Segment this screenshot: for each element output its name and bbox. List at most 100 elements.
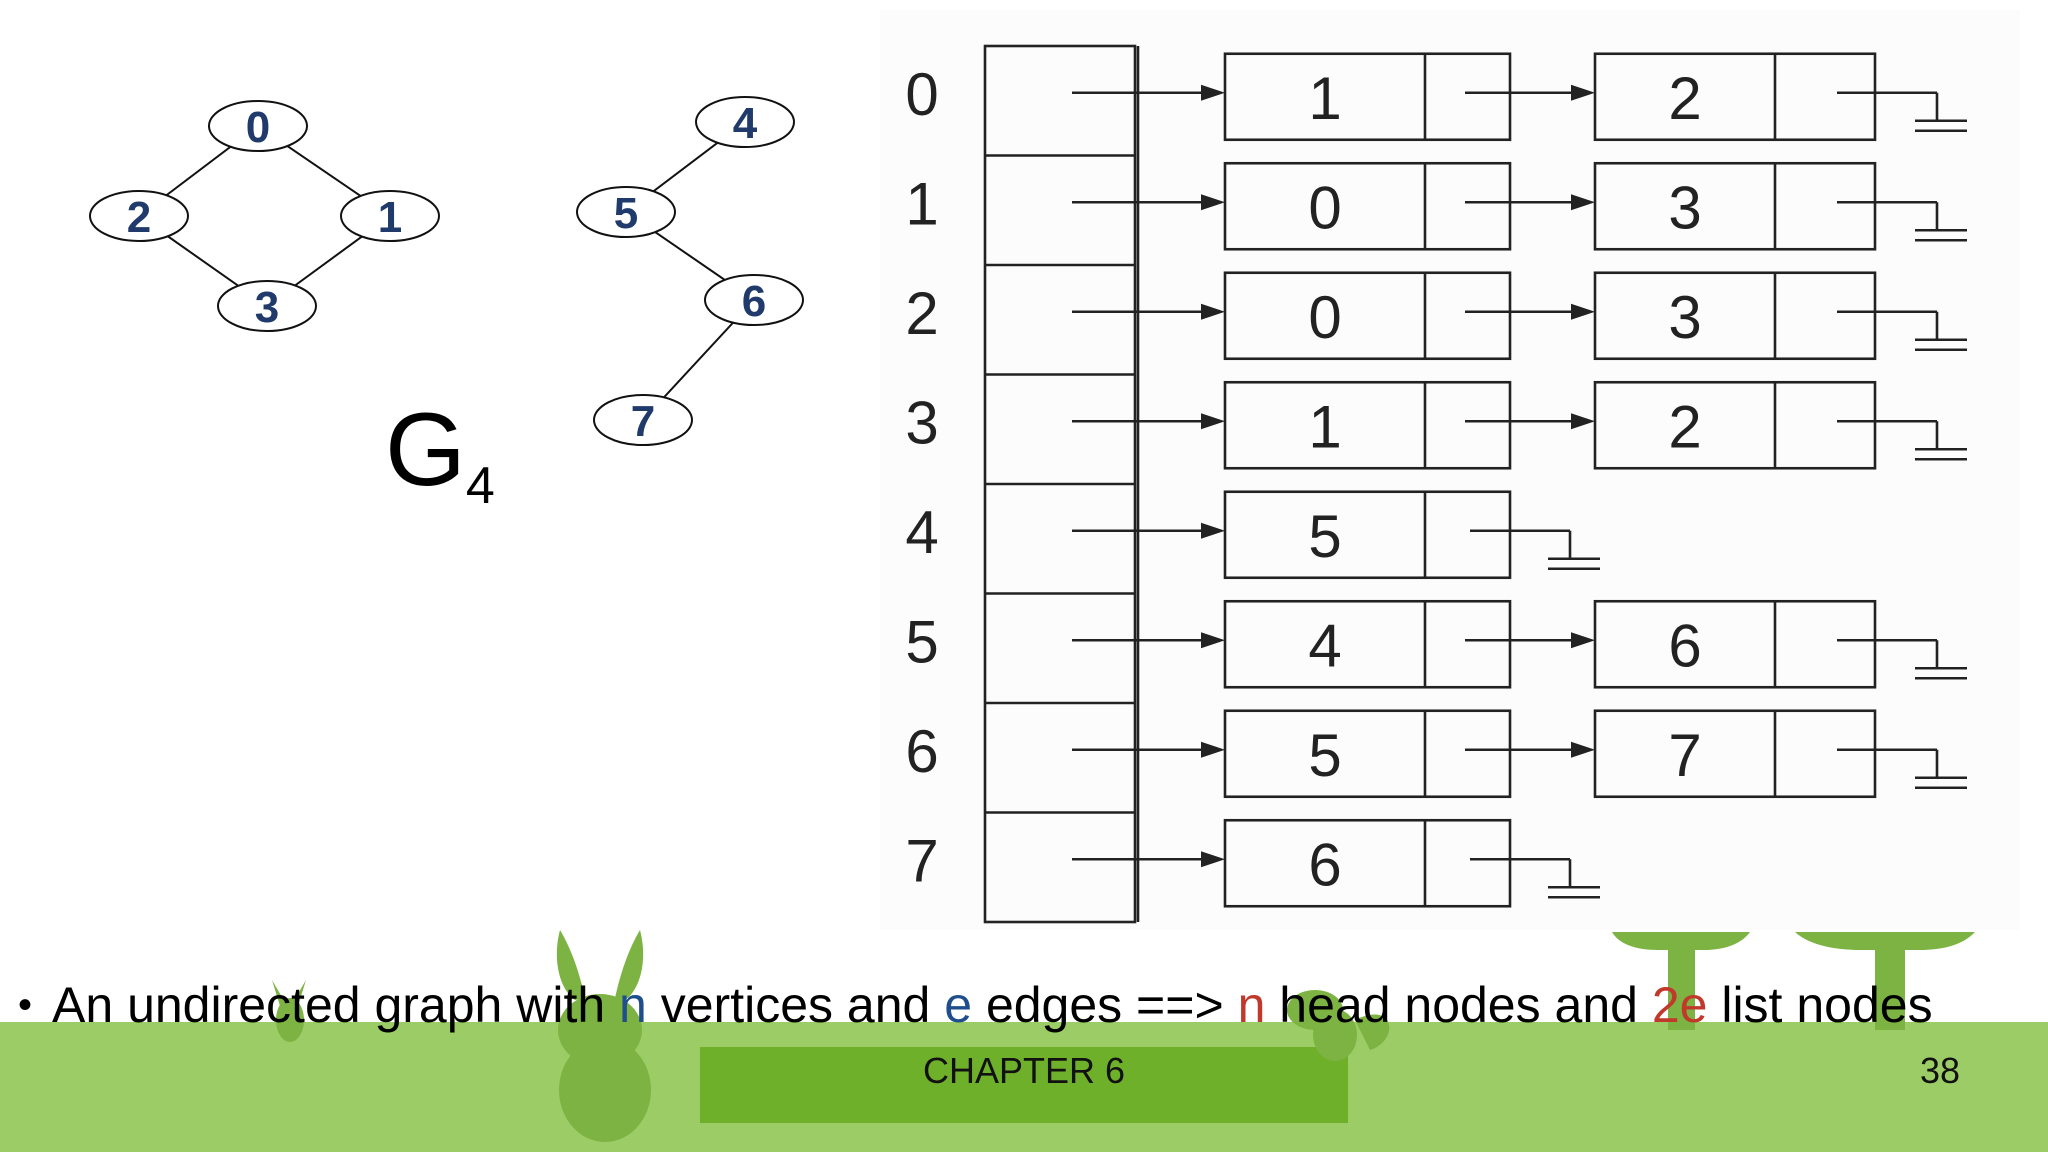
vertex-label: 6	[742, 277, 766, 326]
list-node	[1593, 161, 1877, 251]
vertex-ellipse	[695, 96, 795, 148]
vertex-label: 4	[733, 99, 758, 148]
graph-name-letter: G	[385, 392, 466, 508]
graph-vertex-6: 6	[704, 274, 804, 326]
arrow-head-icon	[1571, 741, 1595, 758]
vertex-ellipse	[593, 394, 693, 446]
bullet-n-vertices: n	[619, 977, 647, 1033]
list-node-value: 5	[1308, 503, 1341, 570]
list-node-value: 1	[1308, 65, 1341, 132]
graph-name-subscript: 4	[465, 457, 495, 515]
vertex-label: 7	[631, 397, 655, 446]
bullet-part: head nodes and	[1265, 977, 1652, 1033]
list-node	[1223, 490, 1512, 580]
list-node-value: 5	[1308, 722, 1341, 789]
list-node	[1223, 380, 1512, 470]
adjacency-row-1: 1 0 3	[905, 154, 1967, 251]
graph-vertex-3: 3	[217, 280, 317, 332]
vertex-ellipse	[217, 280, 317, 332]
arrow-head-icon	[1571, 303, 1595, 320]
list-node-value: 7	[1668, 722, 1701, 789]
row-index-label: 6	[905, 718, 938, 785]
footer-chapter-box	[700, 1047, 1348, 1123]
list-node-value: 3	[1668, 284, 1701, 351]
list-node	[1593, 52, 1877, 142]
arrow-head-icon	[1571, 84, 1595, 101]
vertex-ellipse	[208, 100, 308, 152]
graph-vertex-7: 7	[593, 394, 693, 446]
adjacency-row-0: 0 1 2	[905, 52, 1967, 142]
graph-vertex-2: 2	[89, 190, 189, 242]
list-node	[1223, 271, 1512, 361]
row-index-label: 4	[905, 499, 938, 566]
row-index-label: 2	[905, 280, 938, 347]
arrow-head-icon	[1201, 522, 1225, 539]
vertex-label: 5	[614, 189, 638, 238]
row-index-label: 1	[905, 170, 938, 237]
graph-name: G4	[385, 398, 495, 512]
list-node	[1593, 380, 1877, 470]
bullet-part: An undirected graph with	[52, 977, 620, 1033]
row-index-label: 0	[905, 61, 938, 128]
list-node-value: 2	[1668, 65, 1701, 132]
row-index-label: 7	[905, 827, 938, 894]
list-node-value: 6	[1668, 612, 1701, 679]
arrow-head-icon	[1201, 84, 1225, 101]
bullet-dot-icon: •	[18, 983, 33, 1027]
list-node-value: 2	[1668, 393, 1701, 460]
list-node	[1593, 709, 1877, 799]
graph-vertex-0: 0	[208, 100, 308, 152]
bullet-part: vertices and	[646, 977, 945, 1033]
bullet-part: edges ==>	[972, 977, 1238, 1033]
list-node	[1593, 271, 1877, 361]
row-index-label: 3	[905, 389, 938, 456]
bullet-n-head-nodes: n	[1237, 977, 1266, 1033]
adjacency-row-5: 5 4 6	[905, 592, 1967, 689]
arrow-head-icon	[1201, 851, 1225, 868]
adjacency-row-2: 2 0 3	[905, 263, 1967, 361]
list-node	[1223, 161, 1512, 251]
list-node	[1223, 818, 1512, 908]
vertex-ellipse	[576, 186, 676, 238]
arrow-head-icon	[1571, 194, 1595, 211]
arrow-head-icon	[1201, 194, 1225, 211]
list-node	[1223, 599, 1512, 689]
list-node-value: 4	[1308, 612, 1341, 679]
vertex-label: 0	[246, 103, 270, 152]
list-node	[1223, 709, 1512, 799]
arrow-head-icon	[1201, 303, 1225, 320]
list-node-value: 0	[1308, 284, 1341, 351]
adjacency-row-6: 6 5 7	[905, 701, 1967, 799]
vertex-ellipse	[340, 190, 440, 242]
adjacency-row-3: 3 1 2	[905, 373, 1967, 470]
graph-vertex-4: 4	[695, 96, 795, 148]
list-node-value: 3	[1668, 174, 1701, 241]
bullet-2e-list-nodes: 2e	[1651, 977, 1708, 1033]
vertex-label: 3	[255, 283, 279, 332]
row-index-label: 5	[905, 608, 938, 675]
page-number: 38	[1919, 1050, 1960, 1091]
bullet-text: • An undirected graph with n vertices and…	[18, 976, 2048, 1034]
arrow-head-icon	[1571, 632, 1595, 649]
graph-vertex-1: 1	[340, 190, 440, 242]
footer-chapter-label: CHAPTER 6	[922, 1050, 1126, 1091]
bullet-e-edges: e	[944, 977, 973, 1033]
graph-vertex-5: 5	[576, 186, 676, 238]
arrow-head-icon	[1201, 413, 1225, 430]
list-node-value: 0	[1308, 174, 1341, 241]
bullet-part: list nodes	[1707, 977, 1933, 1033]
vertex-label: 1	[378, 193, 402, 242]
arrow-head-icon	[1201, 741, 1225, 758]
vertex-ellipse	[704, 274, 804, 326]
graph-g4-diagram: 0 1 2 3 4 5 6 7	[89, 96, 804, 446]
arrow-head-icon	[1571, 413, 1595, 430]
list-node-value: 6	[1308, 831, 1341, 898]
list-node-value: 1	[1308, 393, 1341, 460]
arrow-head-icon	[1201, 632, 1225, 649]
list-node	[1593, 599, 1877, 689]
vertex-ellipse	[89, 190, 189, 242]
list-node	[1223, 52, 1512, 142]
